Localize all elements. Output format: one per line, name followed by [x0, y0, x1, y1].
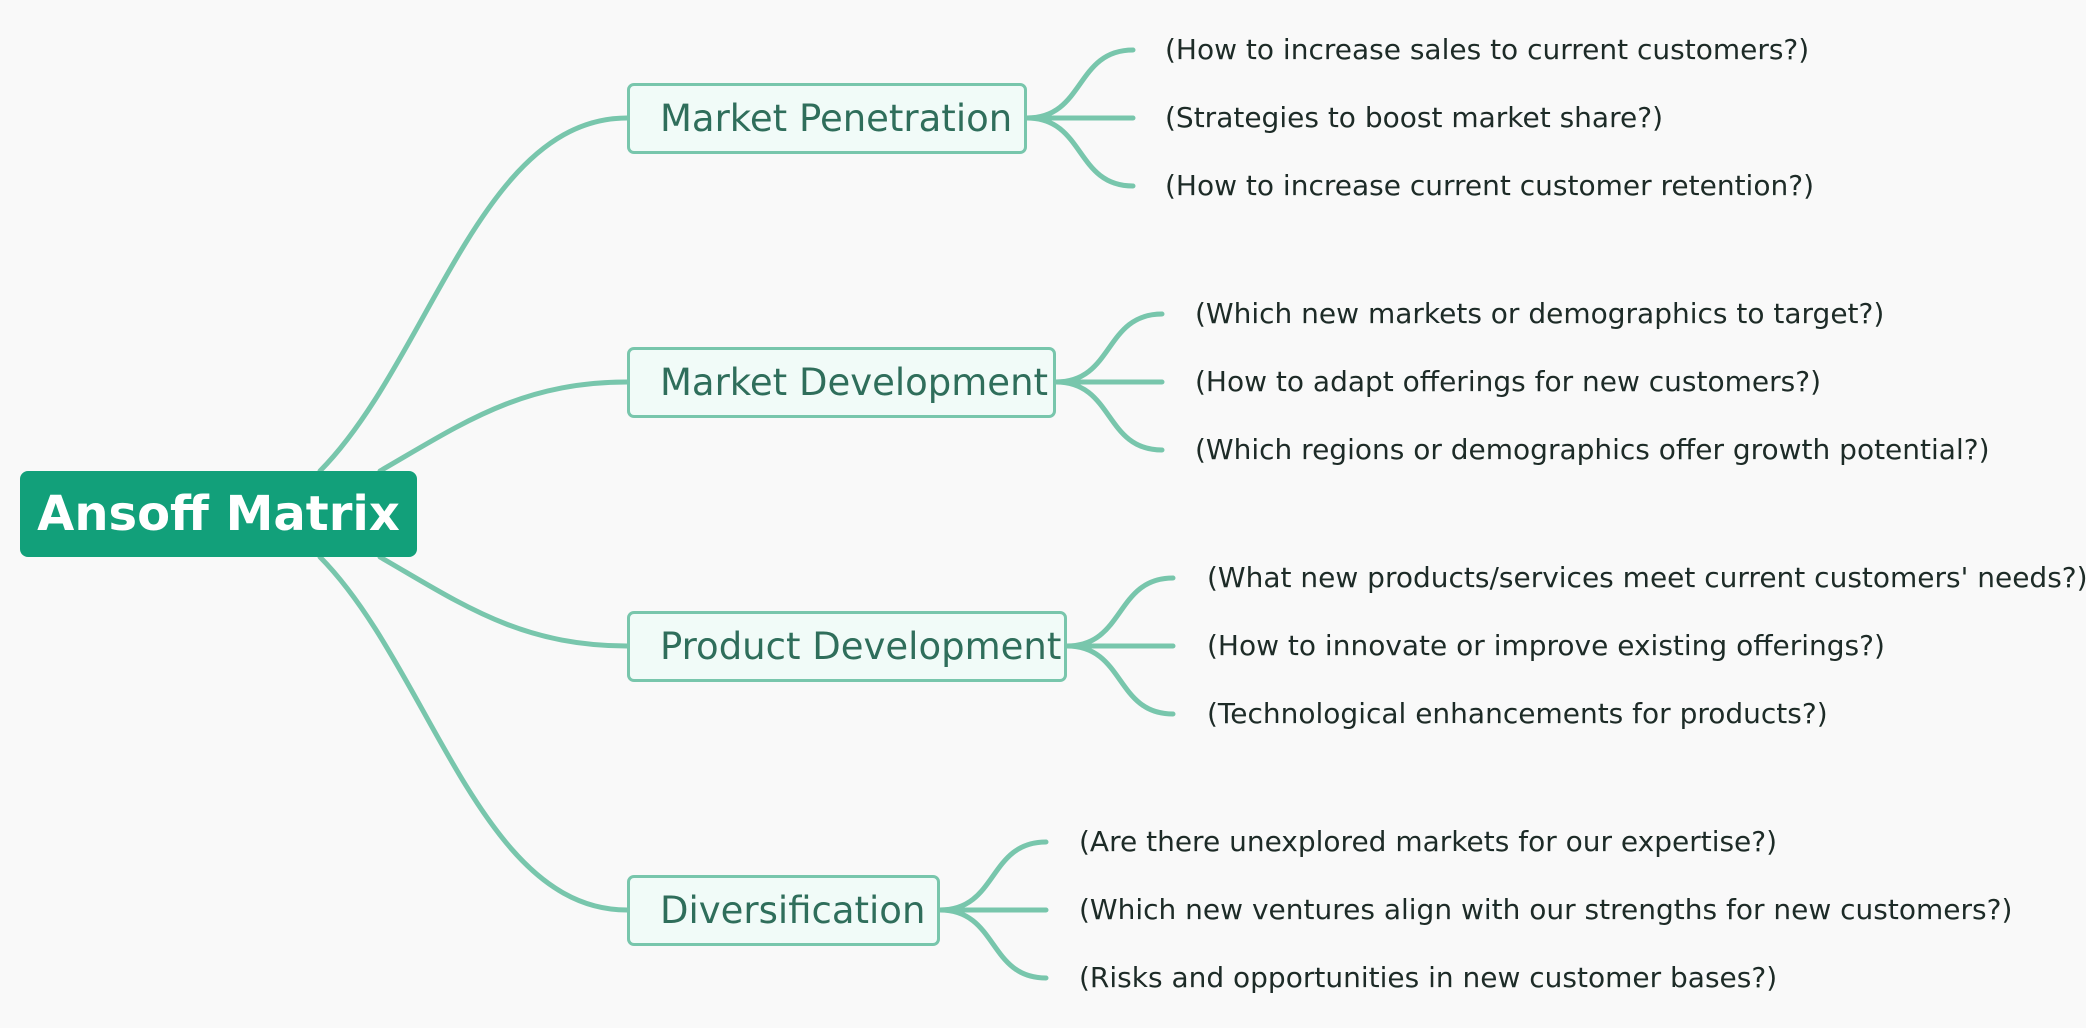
branch-market-development[interactable]: Market Development [627, 347, 1056, 418]
leaf-item[interactable]: (Technological enhancements for products… [1207, 697, 1828, 730]
root-title: Ansoff Matrix [37, 486, 400, 542]
branch-market-penetration[interactable]: Market Penetration [627, 83, 1027, 154]
leaf-item[interactable]: (What new products/services meet current… [1207, 561, 2086, 594]
leaf-item[interactable]: (How to increase current customer retent… [1165, 169, 1814, 202]
connector-md-leaf-3 [1053, 379, 1165, 453]
leaf-item[interactable]: (Are there unexplored markets for our ex… [1079, 825, 1778, 858]
leaf-item[interactable]: (Which regions or demographics offer gro… [1195, 433, 1990, 466]
connector-dv-leaf-1 [937, 839, 1049, 913]
branch-product-development[interactable]: Product Development [627, 611, 1067, 682]
leaf-item[interactable]: (Risks and opportunities in new customer… [1079, 961, 1778, 994]
leaf-item[interactable]: (How to adapt offerings for new customer… [1195, 365, 1822, 398]
connector-mp-leaf-3 [1024, 115, 1136, 189]
connector-root-market-development [377, 379, 630, 474]
branch-label: Product Development [660, 625, 1062, 668]
connector-md-leaf-1 [1053, 311, 1165, 385]
connector-pd-leaf-3 [1064, 643, 1176, 717]
connector-root-product-development [377, 554, 630, 649]
leaf-item[interactable]: (Which new markets or demographics to ta… [1195, 297, 1885, 330]
connector-pd-leaf-1 [1064, 575, 1176, 649]
root-node[interactable]: Ansoff Matrix [20, 471, 417, 557]
leaf-item[interactable]: (Which new ventures align with our stren… [1079, 893, 2013, 926]
leaf-item[interactable]: (How to increase sales to current custom… [1165, 33, 1810, 66]
branch-label: Market Development [660, 361, 1049, 404]
branch-diversification[interactable]: Diversification [627, 875, 940, 946]
connector-dv-leaf-3 [937, 907, 1049, 981]
connector-mp-leaf-1 [1024, 47, 1136, 121]
connector-root-market-penetration [317, 115, 630, 474]
leaf-item[interactable]: (Strategies to boost market share?) [1165, 101, 1663, 134]
branch-label: Diversification [660, 889, 926, 932]
leaf-item[interactable]: (How to innovate or improve existing off… [1207, 629, 1885, 662]
branch-label: Market Penetration [660, 97, 1013, 140]
connector-root-diversification [317, 554, 630, 913]
